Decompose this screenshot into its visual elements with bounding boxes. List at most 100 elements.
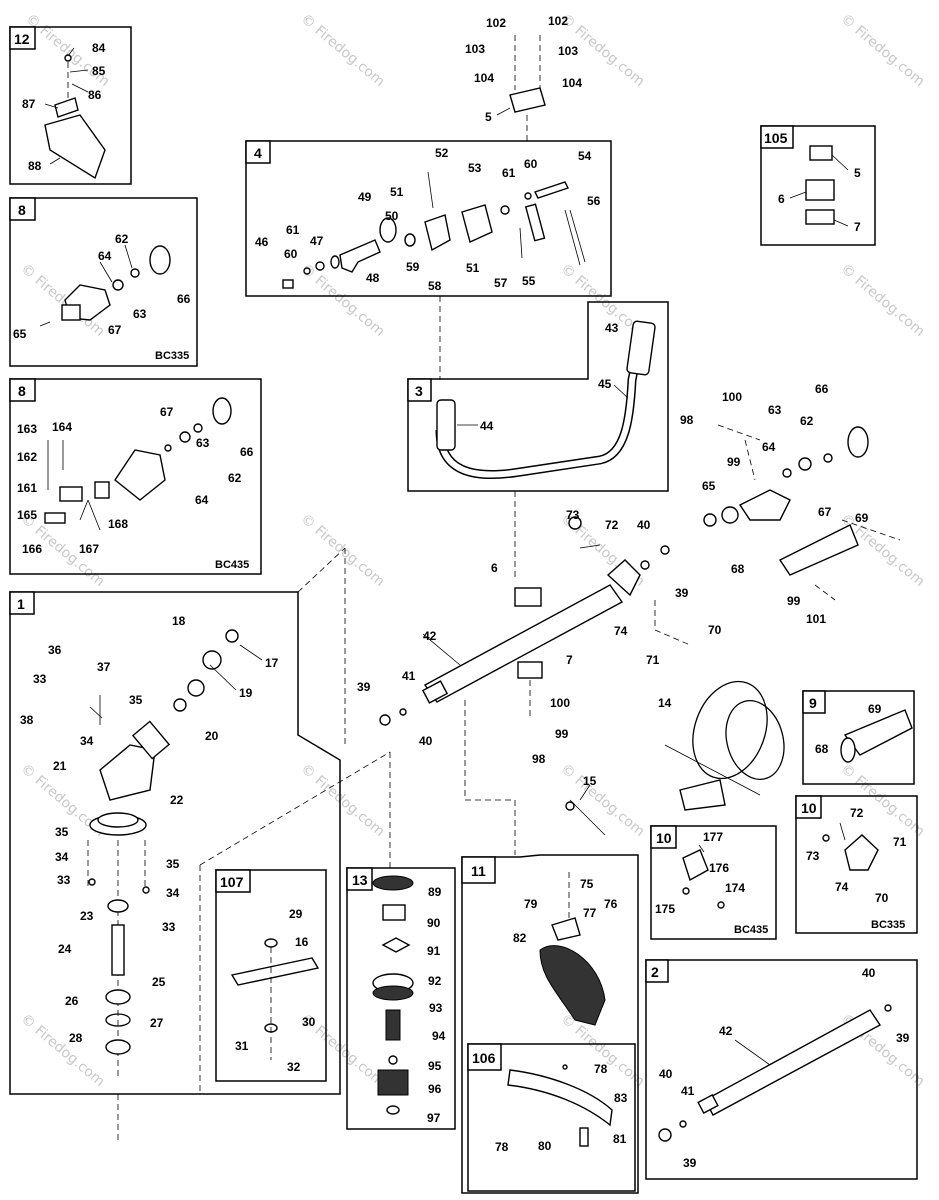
svg-text:95: 95 <box>428 1059 442 1073</box>
svg-text:© Firedog.com: © Firedog.com <box>837 261 927 340</box>
svg-text:53: 53 <box>468 161 482 175</box>
panel-106: 106 78 83 78 80 81 <box>467 1043 636 1192</box>
svg-text:6: 6 <box>778 192 785 206</box>
svg-text:98: 98 <box>532 752 546 766</box>
svg-text:104: 104 <box>474 71 494 85</box>
svg-text:60: 60 <box>524 157 538 171</box>
panel-13: 13 89 90 91 92 93 94 95 96 97 <box>346 867 456 1130</box>
svg-text:51: 51 <box>390 185 404 199</box>
panel-8-bc335: 8 62 64 63 66 65 67 BC335 <box>9 197 198 367</box>
svg-text:65: 65 <box>702 479 716 493</box>
svg-text:101: 101 <box>806 612 826 626</box>
svg-text:25: 25 <box>152 975 166 989</box>
svg-text:BC335: BC335 <box>155 350 189 362</box>
svg-text:60: 60 <box>284 247 298 261</box>
panel-4: 4 52 53 61 60 54 49 51 50 56 61 47 46 60… <box>245 140 612 297</box>
svg-text:63: 63 <box>196 436 210 450</box>
svg-text:69: 69 <box>855 511 869 525</box>
svg-text:26: 26 <box>65 994 79 1008</box>
svg-text:98: 98 <box>680 413 694 427</box>
svg-text:86: 86 <box>88 88 102 102</box>
svg-text:74: 74 <box>614 624 628 638</box>
guide-lines <box>117 751 391 1140</box>
svg-text:72: 72 <box>850 806 864 820</box>
svg-text:163: 163 <box>17 422 37 436</box>
svg-text:79: 79 <box>524 897 538 911</box>
svg-text:40: 40 <box>419 734 433 748</box>
svg-text:80: 80 <box>538 1139 552 1153</box>
svg-text:177: 177 <box>703 830 723 844</box>
svg-text:73: 73 <box>806 849 820 863</box>
svg-text:100: 100 <box>722 390 742 404</box>
svg-text:5: 5 <box>854 166 861 180</box>
svg-text:68: 68 <box>731 562 745 576</box>
svg-text:43: 43 <box>605 321 619 335</box>
svg-text:82: 82 <box>513 931 527 945</box>
panel-10-bc335: 10 72 73 71 74 70 BC335 <box>795 795 918 934</box>
svg-text:BC435: BC435 <box>734 924 768 936</box>
svg-text:166: 166 <box>22 542 42 556</box>
svg-text:174: 174 <box>725 881 745 895</box>
svg-text:7: 7 <box>854 220 861 234</box>
panel-2: 2 40 42 39 40 41 39 <box>645 959 918 1180</box>
svg-text:65: 65 <box>13 327 27 341</box>
svg-text:165: 165 <box>17 508 37 522</box>
svg-text:63: 63 <box>133 307 147 321</box>
svg-text:35: 35 <box>129 693 143 707</box>
svg-text:7: 7 <box>566 653 573 667</box>
svg-text:39: 39 <box>896 1031 910 1045</box>
svg-text:32: 32 <box>287 1060 301 1074</box>
panel-10-bc435: 10 177 176 174 175 BC435 <box>650 825 777 940</box>
svg-text:34: 34 <box>55 850 69 864</box>
svg-text:© Firedog.com: © Firedog.com <box>17 1011 107 1090</box>
svg-text:69: 69 <box>868 702 882 716</box>
svg-text:99: 99 <box>787 594 801 608</box>
svg-text:66: 66 <box>177 292 191 306</box>
svg-text:17: 17 <box>265 656 279 670</box>
svg-text:© Firedog.com: © Firedog.com <box>297 11 387 90</box>
svg-text:67: 67 <box>108 323 122 337</box>
svg-text:4: 4 <box>254 145 262 161</box>
svg-text:39: 39 <box>675 586 689 600</box>
svg-text:3: 3 <box>415 383 423 399</box>
svg-text:2: 2 <box>651 964 659 980</box>
svg-text:29: 29 <box>289 907 303 921</box>
svg-text:91: 91 <box>427 944 441 958</box>
svg-text:90: 90 <box>427 916 441 930</box>
svg-text:10: 10 <box>656 830 672 846</box>
svg-text:45: 45 <box>598 377 612 391</box>
svg-text:39: 39 <box>683 1156 697 1170</box>
svg-text:24: 24 <box>58 942 72 956</box>
svg-text:10: 10 <box>801 800 817 816</box>
panel-8-bc435: 8 67 66 163 164 162 161 63 62 64 165 166… <box>9 378 262 575</box>
svg-text:93: 93 <box>429 1001 443 1015</box>
svg-text:13: 13 <box>352 872 368 888</box>
svg-text:64: 64 <box>98 249 112 263</box>
svg-text:44: 44 <box>480 419 494 433</box>
panel-1: 1 18 17 36 37 33 35 19 38 34 2 <box>9 547 346 1095</box>
svg-text:88: 88 <box>28 159 42 173</box>
svg-text:30: 30 <box>302 1015 316 1029</box>
svg-text:31: 31 <box>235 1039 249 1053</box>
svg-text:46: 46 <box>255 235 269 249</box>
svg-text:67: 67 <box>160 405 174 419</box>
svg-text:96: 96 <box>428 1082 442 1096</box>
svg-text:33: 33 <box>162 920 176 934</box>
svg-text:66: 66 <box>815 382 829 396</box>
svg-text:9: 9 <box>809 695 817 711</box>
svg-text:5: 5 <box>485 110 492 124</box>
panel-12: 12 84 85 86 87 88 <box>9 26 132 185</box>
svg-text:20: 20 <box>205 729 219 743</box>
svg-text:103: 103 <box>465 42 485 56</box>
svg-text:94: 94 <box>432 1029 446 1043</box>
panel-9: 9 69 68 <box>802 690 915 785</box>
svg-text:12: 12 <box>14 31 30 47</box>
svg-text:83: 83 <box>614 1091 628 1105</box>
svg-text:42: 42 <box>719 1024 733 1038</box>
svg-text:21: 21 <box>53 759 67 773</box>
svg-text:48: 48 <box>366 271 380 285</box>
svg-text:167: 167 <box>79 542 99 556</box>
svg-text:16: 16 <box>295 935 309 949</box>
svg-text:102: 102 <box>486 16 506 30</box>
svg-text:100: 100 <box>550 696 570 710</box>
